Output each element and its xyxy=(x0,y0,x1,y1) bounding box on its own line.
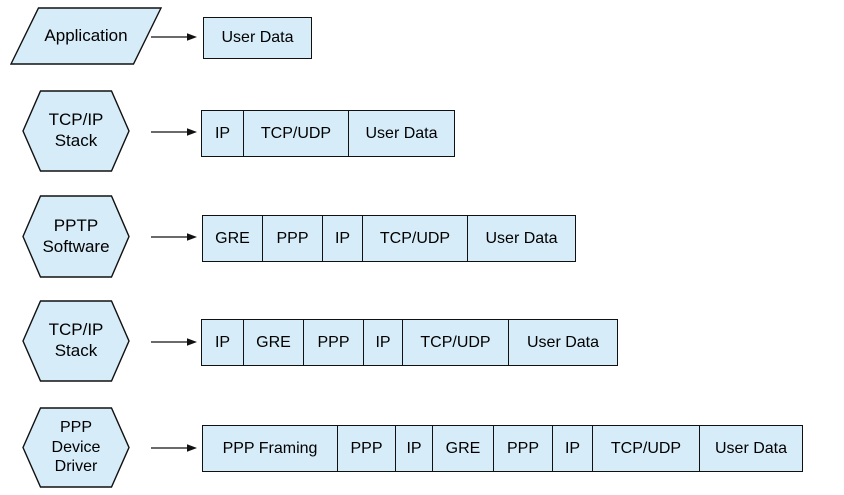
segment-user-data: User Data xyxy=(467,216,575,261)
segment-gre: GRE xyxy=(432,426,493,471)
segment-user-data: User Data xyxy=(348,111,454,156)
segment-ppp: PPP xyxy=(337,426,395,471)
packet-row-application: User Data xyxy=(203,17,312,59)
segment-ppp-framing: PPP Framing xyxy=(203,426,337,471)
segment-ip: IP xyxy=(322,216,362,261)
segment-ppp: PPP xyxy=(493,426,552,471)
parallelogram-icon xyxy=(10,7,162,65)
pptp-software-shape: PPTP Software xyxy=(22,195,130,278)
hexagon-icon xyxy=(22,90,130,172)
ppp-device-driver-shape: PPP Device Driver xyxy=(22,407,130,488)
segment-gre: GRE xyxy=(243,320,303,365)
segment-tcp-udp: TCP/UDP xyxy=(592,426,699,471)
segment-ppp: PPP xyxy=(262,216,322,261)
segment-tcp-udp: TCP/UDP xyxy=(402,320,508,365)
right-arrow-icon xyxy=(150,442,198,454)
hexagon-icon xyxy=(22,407,130,488)
segment-ip: IP xyxy=(395,426,432,471)
right-arrow-icon xyxy=(150,126,198,138)
segment-ip: IP xyxy=(202,111,243,156)
segment-ip: IP xyxy=(552,426,592,471)
tcpip-stack-shape: TCP/IP Stack xyxy=(22,90,130,172)
segment-user-data: User Data xyxy=(508,320,617,365)
packet-row-pptp: GRE PPP IP TCP/UDP User Data xyxy=(202,215,576,262)
segment-gre: GRE xyxy=(203,216,262,261)
right-arrow-icon xyxy=(150,336,198,348)
tcpip-stack-2-shape: TCP/IP Stack xyxy=(22,300,130,382)
segment-user-data: User Data xyxy=(699,426,802,471)
hexagon-icon xyxy=(22,195,130,278)
segment-ppp: PPP xyxy=(303,320,363,365)
segment-ip: IP xyxy=(363,320,402,365)
packet-row-tcpip-1: IP TCP/UDP User Data xyxy=(201,110,455,157)
segment-tcp-udp: TCP/UDP xyxy=(243,111,348,156)
segment-tcp-udp: TCP/UDP xyxy=(362,216,467,261)
segment-user-data: User Data xyxy=(204,18,311,58)
right-arrow-icon xyxy=(150,31,198,43)
segment-ip: IP xyxy=(202,320,243,365)
packet-row-tcpip-2: IP GRE PPP IP TCP/UDP User Data xyxy=(201,319,618,366)
hexagon-icon xyxy=(22,300,130,382)
right-arrow-icon xyxy=(150,231,198,243)
packet-row-ppp-driver: PPP Framing PPP IP GRE PPP IP TCP/UDP Us… xyxy=(202,425,803,472)
application-shape: Application xyxy=(10,7,162,65)
